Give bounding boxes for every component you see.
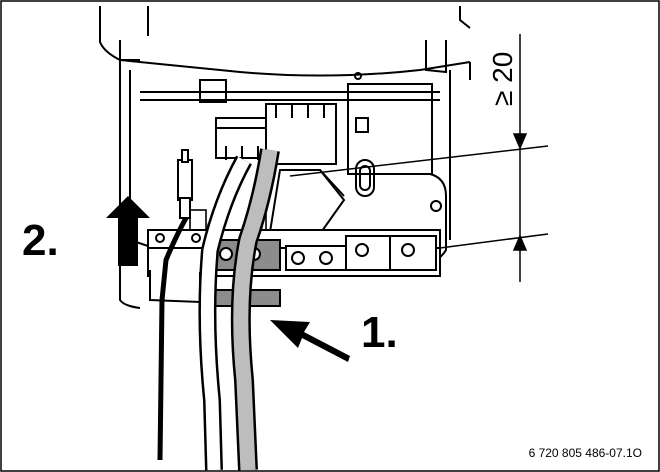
device-housing: [99, 6, 471, 309]
step-1-label: 1.: [361, 308, 398, 357]
sensor-probe: [177, 149, 193, 219]
step-2-label: 2.: [22, 216, 59, 265]
sensor-cable: [157, 216, 189, 461]
dimension-lines: [289, 34, 549, 282]
arrow-up-icon: [106, 196, 150, 266]
figure-code: 6 720 805 486-07.1O: [528, 446, 642, 460]
arrow-diagonal-icon: [270, 320, 350, 362]
dimension-annotation: ≥ 20: [483, 50, 527, 140]
cable-gray: [230, 148, 280, 471]
terminal-block: [215, 103, 337, 165]
strain-relief-rail: [147, 221, 441, 307]
dimension-label: ≥ 20: [487, 51, 518, 106]
cable-white: [198, 155, 252, 471]
